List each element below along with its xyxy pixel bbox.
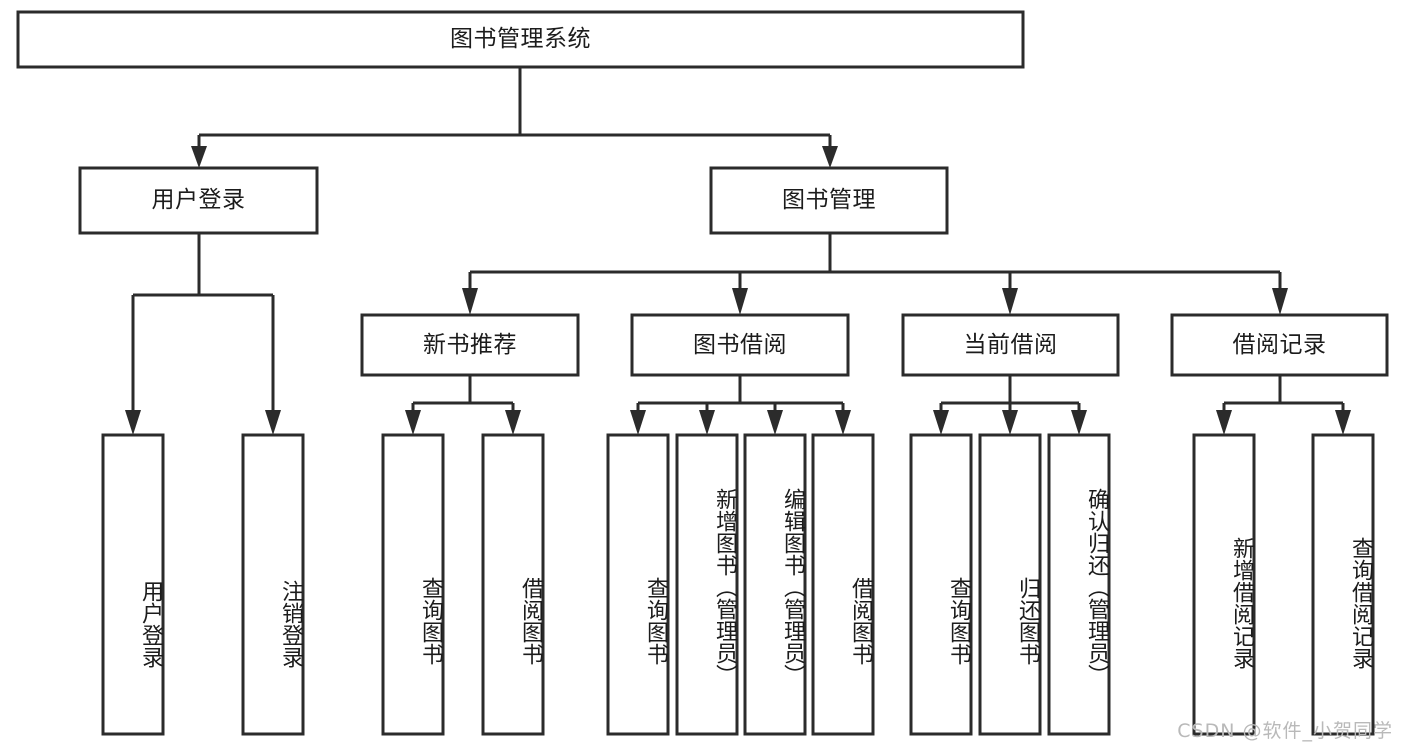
arrowhead-leaf-user-login bbox=[125, 410, 141, 435]
arrowhead-book-borrow bbox=[732, 288, 748, 315]
arrowhead-leaf-add-book bbox=[699, 410, 715, 435]
arrowhead-leaf-query-book-3 bbox=[933, 410, 949, 435]
arrowhead-leaf-confirm-return bbox=[1071, 410, 1087, 435]
arrowhead-borrow-record bbox=[1272, 288, 1288, 315]
arrowhead-leaf-query-record bbox=[1335, 410, 1351, 435]
box-leaf-edit-book[interactable] bbox=[743, 433, 807, 736]
box-leaf-confirm-return[interactable] bbox=[1047, 433, 1111, 736]
box-book-manage[interactable] bbox=[709, 166, 949, 235]
box-leaf-return-book[interactable] bbox=[978, 433, 1042, 736]
box-leaf-add-record[interactable] bbox=[1192, 433, 1256, 736]
arrowhead-current-borrow bbox=[1002, 288, 1018, 315]
box-user-login[interactable] bbox=[78, 166, 319, 235]
node-boxes bbox=[16, 10, 1389, 736]
box-leaf-query-book-2[interactable] bbox=[606, 433, 670, 736]
box-leaf-query-book-1[interactable] bbox=[381, 433, 445, 736]
box-borrow-record[interactable] bbox=[1170, 313, 1389, 377]
arrowhead-book-manage bbox=[822, 146, 838, 168]
arrowhead-leaf-query-book-1 bbox=[405, 410, 421, 435]
arrowhead-new-book-recommend bbox=[462, 288, 478, 315]
box-book-borrow[interactable] bbox=[630, 313, 850, 377]
arrowhead-user-login bbox=[191, 146, 207, 168]
arrowhead-leaf-add-record bbox=[1216, 410, 1232, 435]
arrowhead-leaf-logout-login bbox=[265, 410, 281, 435]
box-leaf-logout-login[interactable] bbox=[241, 433, 305, 736]
arrowhead-leaf-borrow-book-2 bbox=[835, 410, 851, 435]
arrowhead-leaf-return-book bbox=[1002, 410, 1018, 435]
box-leaf-borrow-book-2[interactable] bbox=[811, 433, 875, 736]
arrowhead-leaf-borrow-book-1 bbox=[505, 410, 521, 435]
connectors bbox=[125, 67, 1351, 435]
box-new-book-recommend[interactable] bbox=[360, 313, 580, 377]
arrowhead-leaf-query-book-2 bbox=[630, 410, 646, 435]
box-leaf-add-book[interactable] bbox=[675, 433, 739, 736]
box-current-borrow[interactable] bbox=[901, 313, 1120, 377]
box-root[interactable] bbox=[16, 10, 1025, 69]
box-leaf-borrow-book-1[interactable] bbox=[481, 433, 545, 736]
arrowhead-leaf-edit-book bbox=[767, 410, 783, 435]
box-leaf-user-login[interactable] bbox=[101, 433, 165, 736]
box-leaf-query-record[interactable] bbox=[1311, 433, 1375, 736]
box-leaf-query-book-3[interactable] bbox=[909, 433, 973, 736]
